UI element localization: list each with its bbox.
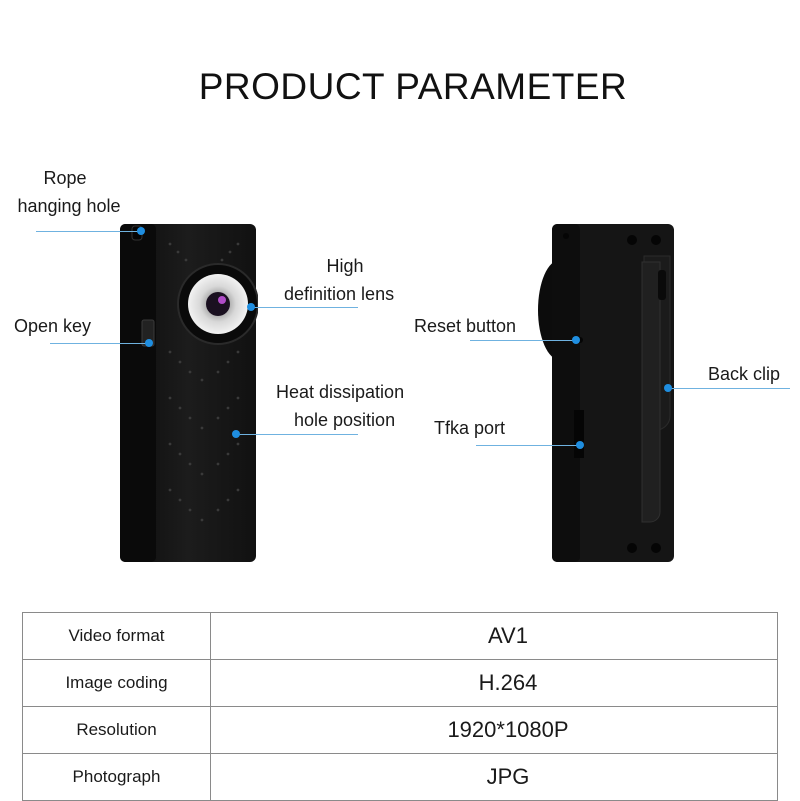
spec-value: H.264	[210, 659, 778, 707]
tfka-leader-line	[476, 445, 580, 446]
open-key-leader-line	[50, 343, 148, 344]
callout-lens-line2: definition lens	[284, 284, 395, 304]
spec-label: Image coding	[22, 659, 211, 707]
callout-heat-line1: Heat dissipation	[276, 382, 405, 402]
spec-value: 1920*1080P	[210, 706, 778, 754]
reset-point-dot	[572, 336, 580, 344]
tfka-point-dot	[576, 441, 584, 449]
callout-open-key: Open key	[14, 316, 92, 336]
spec-label: Video format	[22, 612, 211, 660]
callout-rope-line2: hanging hole	[17, 196, 121, 216]
spec-value: JPG	[210, 753, 778, 801]
callout-tfka-port: Tfka port	[434, 418, 506, 438]
callout-heat-line2: hole position	[294, 410, 396, 430]
lens-leader-line	[250, 307, 358, 308]
table-row: Video format AV1	[22, 612, 778, 660]
spec-label: Resolution	[22, 706, 211, 754]
rope-leader-line	[36, 231, 140, 232]
rope-point-dot	[137, 227, 145, 235]
lens-point-dot	[247, 303, 255, 311]
back-clip-point-dot	[664, 384, 672, 392]
callout-reset-button: Reset button	[414, 316, 517, 336]
table-row: Resolution 1920*1080P	[22, 706, 778, 754]
table-row: Photograph JPG	[22, 753, 778, 801]
back-clip-leader-line	[668, 388, 790, 389]
table-row: Image coding H.264	[22, 659, 778, 707]
spec-label: Photograph	[22, 753, 211, 801]
heat-leader-line	[238, 434, 358, 435]
camera-back-image	[538, 224, 674, 562]
callout-back-clip: Back clip	[708, 364, 781, 384]
open-key-point-dot	[145, 339, 153, 347]
callout-lens-line1: High	[326, 256, 364, 276]
reset-leader-line	[470, 340, 576, 341]
spec-value: AV1	[210, 612, 778, 660]
spec-table: Video format AV1 Image coding H.264 Reso…	[22, 612, 778, 801]
callout-rope-line1: Rope	[43, 168, 87, 188]
page-title: PRODUCT PARAMETER	[198, 66, 628, 107]
heat-point-dot	[232, 430, 240, 438]
camera-front-image	[120, 224, 258, 562]
